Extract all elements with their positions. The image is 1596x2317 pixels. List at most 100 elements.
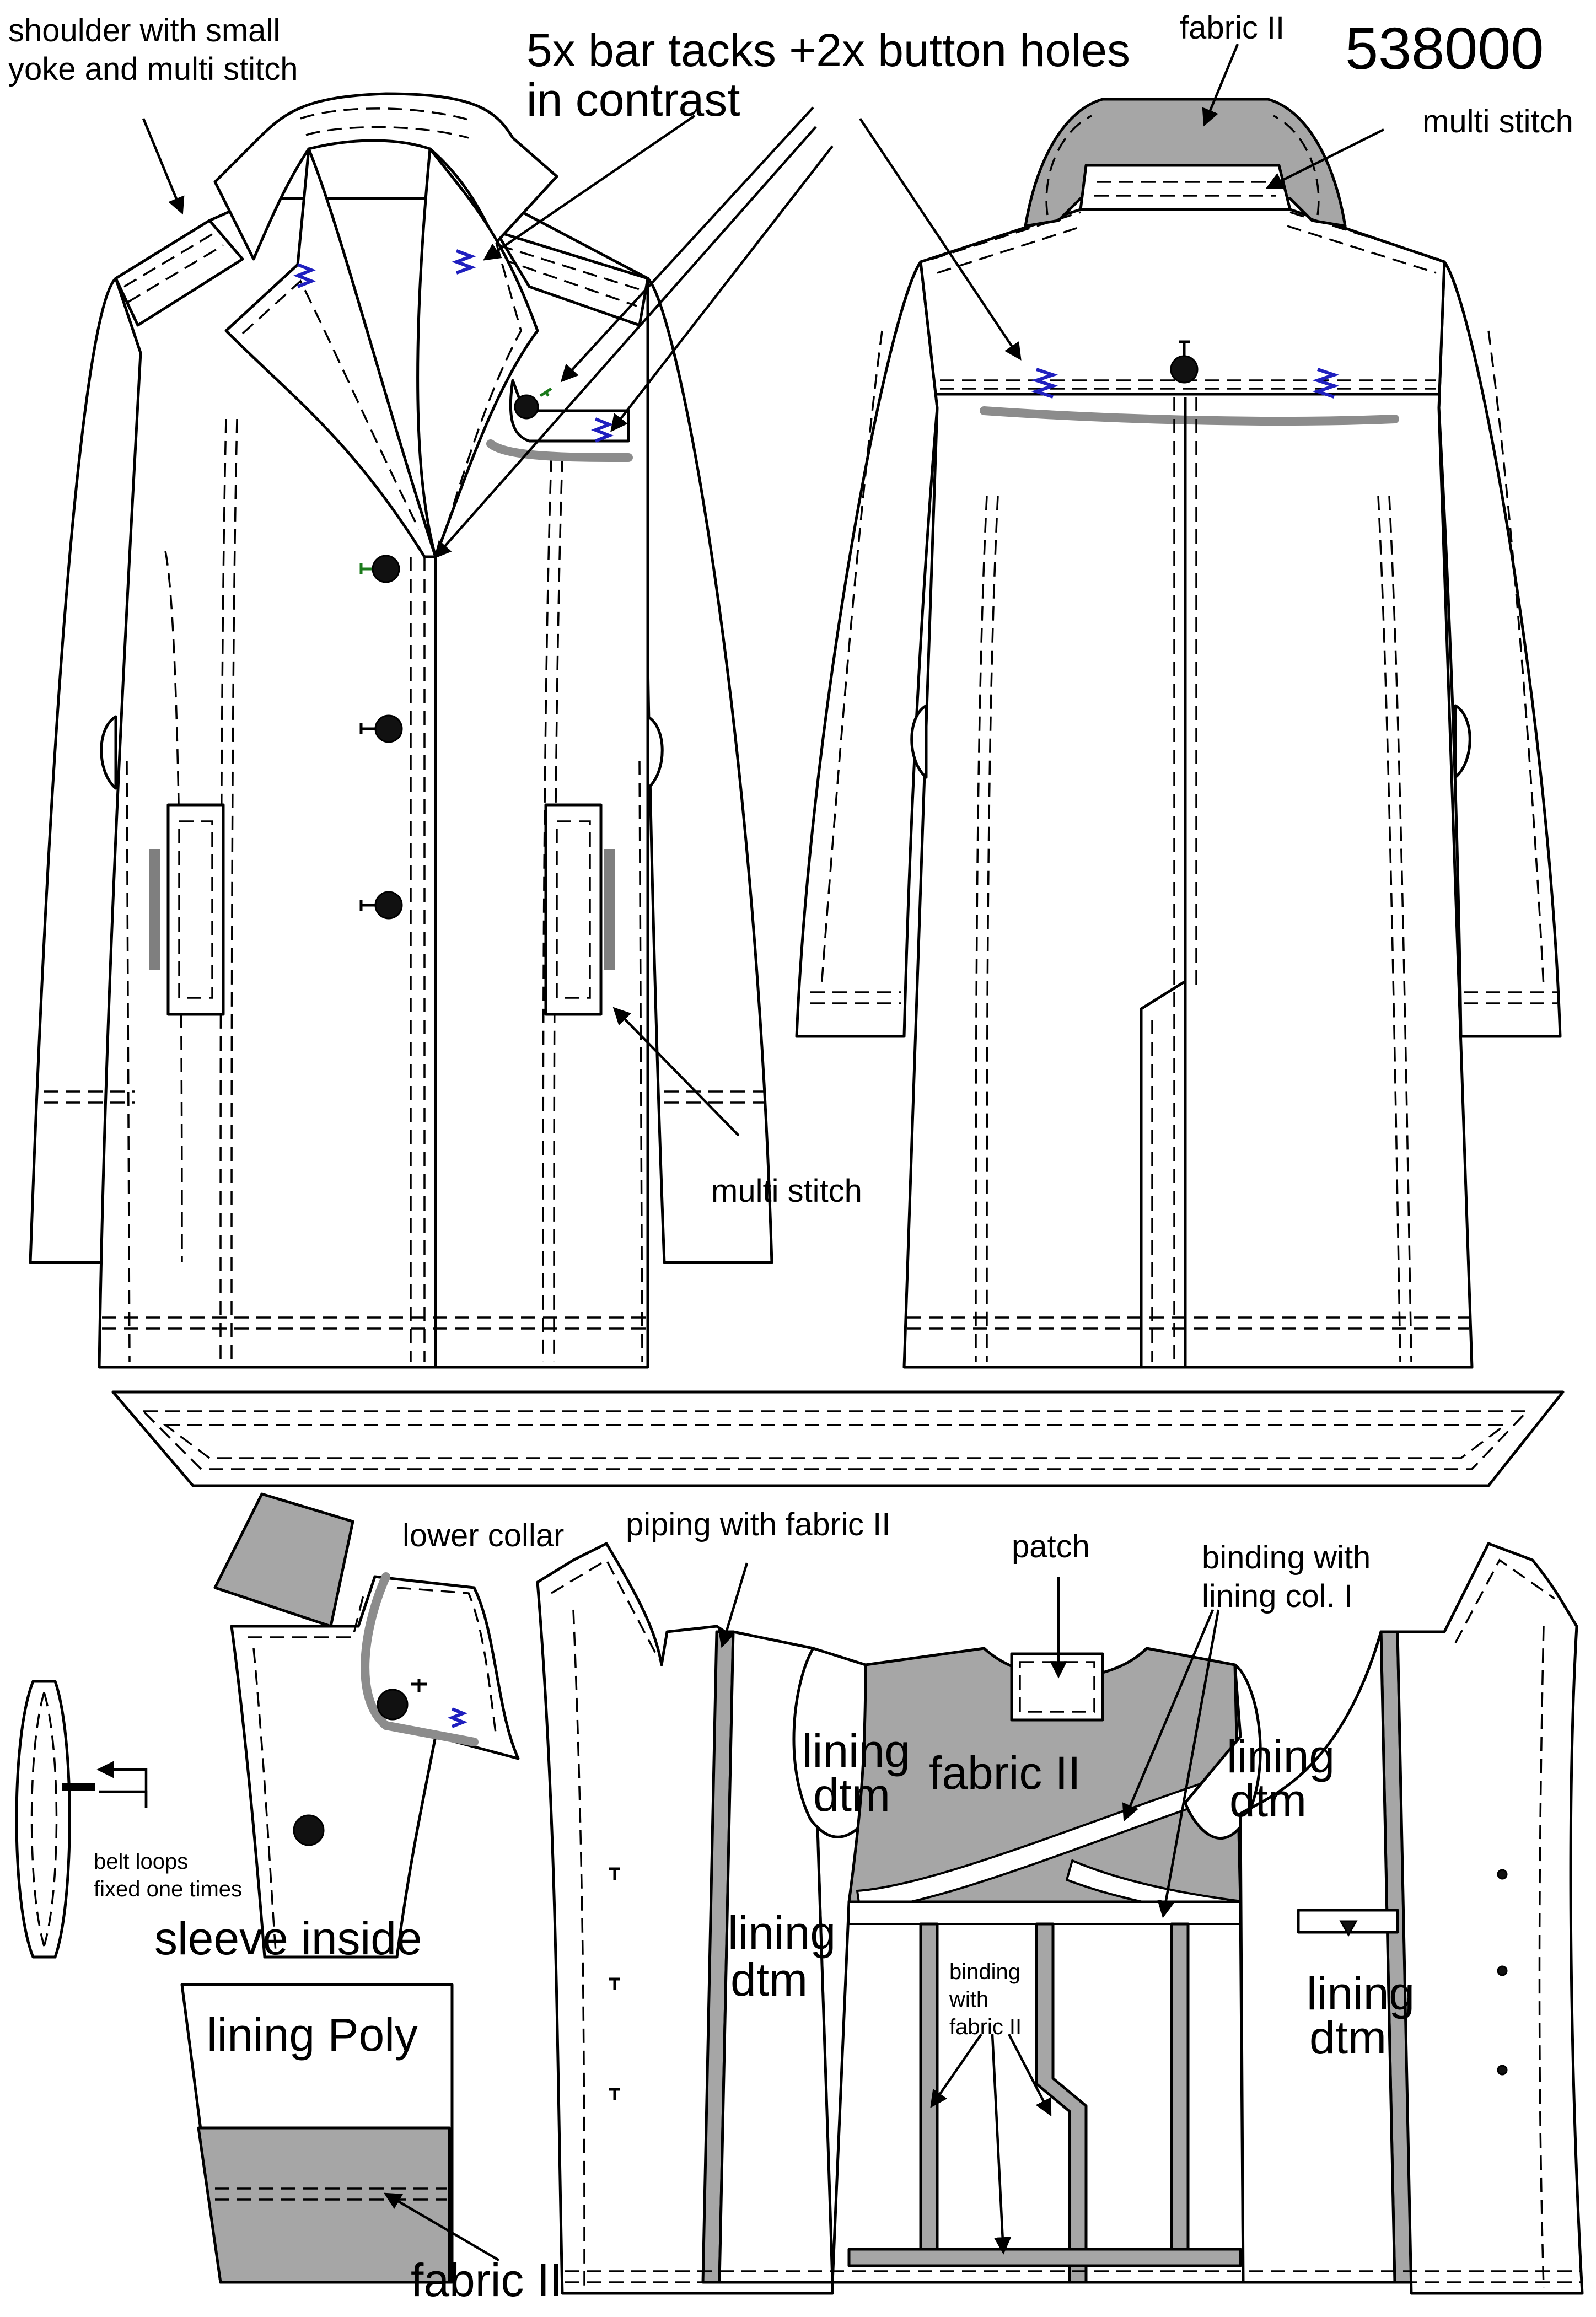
label-lining-dtm-lt-2: dtm bbox=[813, 1769, 890, 1821]
button-icon bbox=[374, 891, 403, 920]
arrow-icon bbox=[859, 117, 1022, 361]
button-icon bbox=[1339, 1920, 1358, 1937]
label-lower-collar: lower collar bbox=[402, 1518, 564, 1553]
arrow-icon bbox=[142, 118, 185, 215]
button-icon bbox=[1497, 2065, 1508, 2076]
back-view-coat bbox=[795, 98, 1562, 1369]
belt-loop bbox=[15, 1680, 95, 1959]
label-fabric-ii-sleeve: fabric II bbox=[411, 2254, 562, 2306]
label-fabric-ii-center: fabric II bbox=[929, 1747, 1081, 1799]
label-lining-dtm-rt-2: dtm bbox=[1229, 1775, 1307, 1826]
label-multi-stitch-back: multi stitch bbox=[1422, 104, 1573, 139]
back-right-sleeve bbox=[1437, 260, 1562, 1038]
label-lining-dtm-r-1: lining bbox=[1307, 1967, 1415, 2019]
button-icon bbox=[293, 1814, 325, 1846]
arrow-icon bbox=[1122, 1609, 1215, 1822]
arrow-icon bbox=[610, 145, 834, 432]
label-patch: patch bbox=[1012, 1529, 1090, 1565]
label-binding-fabric-2: with bbox=[949, 1987, 988, 2012]
arrow-icon bbox=[718, 1562, 749, 1648]
button-icon bbox=[1497, 1869, 1508, 1880]
buttonhole-icon bbox=[609, 1867, 620, 2100]
label-belt-loops-1: belt loops bbox=[94, 1850, 188, 1874]
label-multi-stitch-front: multi stitch bbox=[711, 1173, 862, 1209]
arrow-icon bbox=[991, 2034, 1012, 2255]
lower-collar-binding bbox=[361, 1572, 479, 1746]
buttonhole-icon bbox=[411, 1679, 427, 1692]
front-left-elbow-tab bbox=[100, 715, 117, 790]
inside-right-front-panel bbox=[1396, 1542, 1584, 2295]
arrow-icon bbox=[99, 1790, 148, 1808]
button-icon bbox=[1497, 1965, 1508, 1976]
binding-fabric-ii-strip-3 bbox=[1170, 1922, 1190, 2267]
callout-arrows bbox=[96, 44, 1385, 2261]
label-lining-dtm-rt-1: lining bbox=[1227, 1730, 1335, 1782]
label-piping: piping with fabric II bbox=[626, 1507, 890, 1542]
label-sleeve-inside: sleeve inside bbox=[154, 1912, 422, 1964]
belt-strap bbox=[111, 1390, 1565, 1487]
arrow-icon bbox=[483, 115, 696, 261]
binding-fabric-ii-hem bbox=[847, 2248, 1242, 2267]
belt bbox=[111, 1390, 1565, 1487]
label-binding-lining-2: lining col. I bbox=[1202, 1578, 1353, 1614]
left-welt-pocket bbox=[166, 803, 225, 1016]
back-right-elbow-tab bbox=[1454, 704, 1471, 779]
label-lining-dtm-r-2: dtm bbox=[1309, 2012, 1387, 2063]
button-icon bbox=[514, 394, 539, 420]
arrow-icon bbox=[96, 1761, 148, 1808]
text-labels: 538000 shoulder with small yoke and mult… bbox=[8, 10, 1573, 2306]
button-icon bbox=[1170, 355, 1199, 384]
label-binding-fabric-1: binding bbox=[949, 1960, 1020, 1984]
arrow-icon bbox=[1202, 44, 1239, 127]
buttonhole-icon bbox=[359, 723, 375, 911]
arrow-icon bbox=[560, 106, 814, 383]
lower-collar-fabric-ii bbox=[213, 1492, 354, 1628]
label-lining-poly: lining Poly bbox=[207, 2009, 418, 2061]
lining-inside-view bbox=[536, 1542, 1584, 2295]
arrow-icon bbox=[612, 1007, 740, 1137]
chest-pocket-shade bbox=[486, 439, 633, 462]
arrow-icon bbox=[1265, 128, 1385, 189]
arrow-icon bbox=[1008, 2033, 1052, 2117]
binding-fabric-ii-strip-1 bbox=[919, 1922, 939, 2267]
label-belt-loops-2: fixed one times bbox=[94, 1877, 242, 1901]
label-lining-dtm-l-2: dtm bbox=[730, 1954, 808, 2006]
label-shoulder-2: yoke and multi stitch bbox=[8, 51, 298, 87]
button-icon bbox=[377, 1689, 409, 1721]
front-right-lapel bbox=[416, 147, 539, 558]
bar-tack-icon bbox=[1031, 368, 1340, 399]
label-fabric-ii-top: fabric II bbox=[1180, 10, 1285, 46]
label-shoulder-1: shoulder with small bbox=[8, 13, 280, 49]
front-left-yoke bbox=[114, 219, 244, 327]
left-pocket-binding bbox=[149, 849, 160, 970]
right-welt-pocket bbox=[544, 803, 603, 1016]
right-pocket-binding bbox=[604, 849, 615, 970]
front-right-sleeve bbox=[646, 277, 773, 1264]
label-bartacks-2: in contrast bbox=[526, 74, 740, 126]
arrow-icon bbox=[1157, 1609, 1220, 1918]
label-lining-dtm-l-1: lining bbox=[728, 1907, 836, 1959]
label-lining-dtm-lt-1: lining bbox=[802, 1725, 910, 1777]
arrow-icon bbox=[383, 2192, 500, 2261]
back-left-sleeve bbox=[795, 260, 939, 1038]
sleeve-fabric-ii-hem bbox=[197, 2126, 451, 2284]
label-bartacks-1: 5x bar tacks +2x button holes bbox=[526, 24, 1130, 76]
arrow-icon bbox=[930, 2033, 982, 2108]
sleeve-inside-front-panel bbox=[230, 1575, 520, 1959]
bar-tack-icon bbox=[293, 249, 614, 443]
button-icon bbox=[372, 555, 400, 583]
label-binding-fabric-3: fabric II bbox=[949, 2015, 1022, 2039]
back-collar-stand bbox=[1079, 164, 1292, 211]
arrow-icon bbox=[433, 126, 817, 559]
front-right-elbow-tab bbox=[646, 715, 664, 790]
front-view-coat bbox=[29, 92, 773, 1369]
buttonhole-icon bbox=[359, 387, 552, 574]
chest-pocket-flap bbox=[509, 379, 630, 443]
button-icon bbox=[374, 714, 403, 743]
patch-rect bbox=[1010, 1652, 1104, 1722]
bar-tack-icon bbox=[447, 1707, 468, 1728]
lining-dtm-right-panel bbox=[1239, 1630, 1396, 2284]
buttonhole-icon bbox=[1179, 340, 1190, 356]
style-number: 538000 bbox=[1345, 15, 1544, 82]
